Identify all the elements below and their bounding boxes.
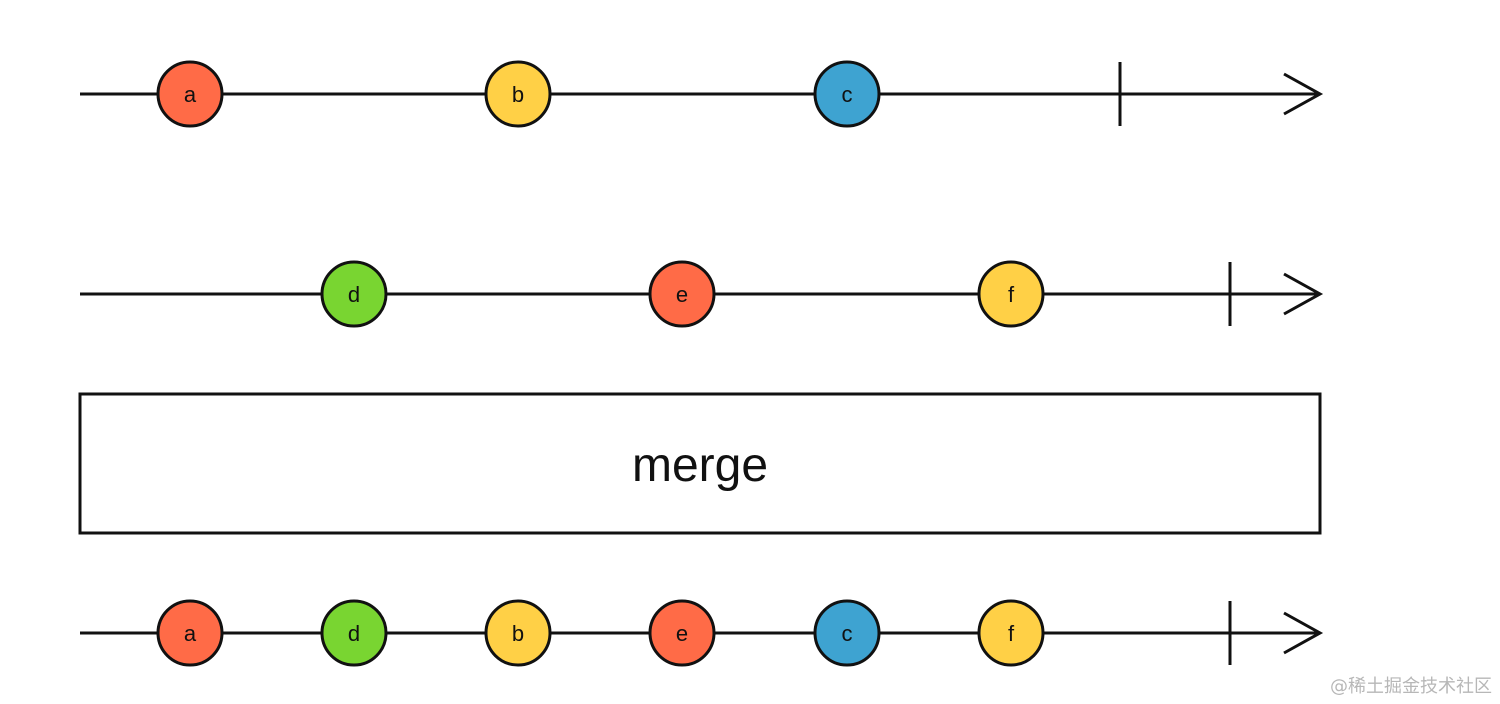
marble-circle (156, 599, 224, 667)
marble-circle (156, 60, 224, 128)
marble-circle (648, 599, 716, 667)
arrow-head (1283, 611, 1324, 655)
marble-circle (977, 260, 1045, 328)
output-stream: a d b e c f (80, 599, 1324, 667)
marble-label: b (512, 82, 524, 107)
arrow-head (1283, 272, 1324, 316)
marble-label: b (512, 621, 524, 646)
marble-circle (813, 599, 881, 667)
marble-f: f (977, 599, 1045, 667)
marble-d: d (320, 599, 388, 667)
input-stream-2: d e f (80, 260, 1324, 328)
marble-b: b (484, 599, 552, 667)
marble-label: a (184, 621, 197, 646)
marble-circle (977, 599, 1045, 667)
marble-circle (484, 60, 552, 128)
marble-label: c (842, 621, 853, 646)
operator-box: merge (78, 392, 1322, 535)
marble-label: c (842, 82, 853, 107)
marble-label: a (184, 82, 197, 107)
watermark-text: @稀土掘金技术社区 (1330, 676, 1492, 697)
marble-e: e (648, 260, 716, 328)
marble-d: d (320, 260, 388, 328)
marble-label: f (1008, 282, 1015, 307)
marble-label: d (348, 621, 360, 646)
operator-label: merge (632, 439, 768, 492)
marble-circle (813, 60, 881, 128)
operator-frame (78, 392, 1322, 535)
marble-label: e (676, 621, 688, 646)
marble-circle (320, 599, 388, 667)
input-stream-1: a b c (80, 60, 1324, 128)
marble-circle (648, 260, 716, 328)
marble-a: a (156, 60, 224, 128)
marble-c: c (813, 60, 881, 128)
marble-a: a (156, 599, 224, 667)
marble-circle (484, 599, 552, 667)
marble-label: e (676, 282, 688, 307)
marble-c: c (813, 599, 881, 667)
marble-e: e (648, 599, 716, 667)
marble-f: f (977, 260, 1045, 328)
marble-label: f (1008, 621, 1015, 646)
marble-b: b (484, 60, 552, 128)
marble-label: d (348, 282, 360, 307)
arrow-head (1283, 72, 1324, 116)
marble-circle (320, 260, 388, 328)
